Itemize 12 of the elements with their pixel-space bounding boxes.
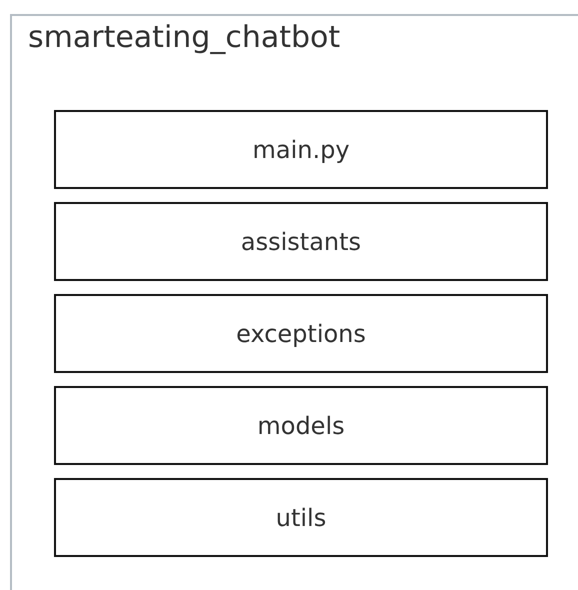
module-name: exceptions [236,320,366,348]
package-name: smarteating_chatbot [28,20,340,55]
module-box [54,110,548,189]
module-name: assistants [240,228,362,256]
module-box [54,294,548,373]
module-box [54,478,548,557]
module-name: main.py [252,136,350,164]
module-box [54,202,548,281]
package-frame [10,14,578,590]
module-box [54,386,548,465]
module-name: utils [276,504,326,532]
module-name: models [257,412,345,440]
